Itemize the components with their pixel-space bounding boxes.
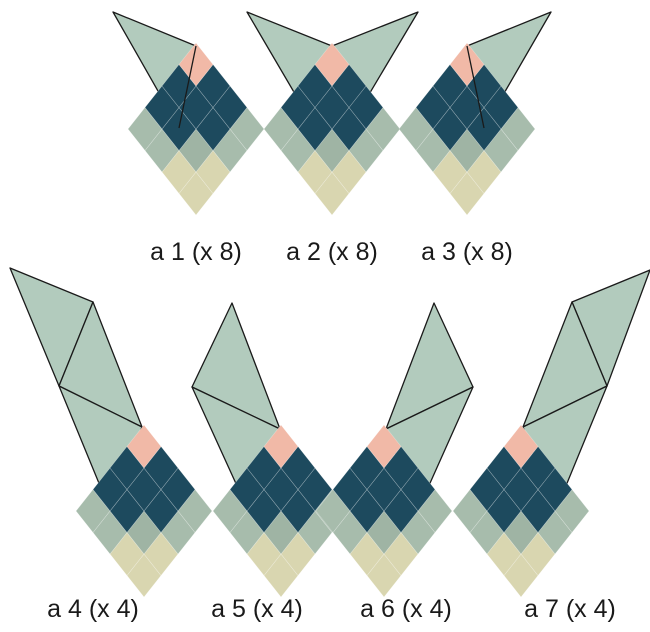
a3-edge [466, 45, 485, 129]
a7-diamond-r3-c3 [503, 424, 539, 469]
a4-diamond-r3-c3 [126, 424, 162, 469]
caption-a5: a 5 (x 4) [211, 595, 303, 623]
caption-a6: a 6 (x 4) [360, 595, 452, 623]
a2-diamond-r3-c3 [314, 42, 350, 87]
a5-diamond-r3-c3 [263, 424, 299, 469]
caption-a3: a 3 (x 8) [421, 238, 513, 266]
caption-a1: a 1 (x 8) [150, 238, 242, 266]
a1-diamond-r3-c3 [178, 42, 214, 87]
caption-a2: a 2 (x 8) [286, 238, 378, 266]
a3-diamond-r3-c3 [449, 42, 485, 87]
caption-a4: a 4 (x 4) [47, 595, 139, 623]
a1-edge [178, 45, 197, 129]
a6-diamond-r3-c3 [366, 424, 402, 469]
caption-a7: a 7 (x 4) [524, 595, 616, 623]
